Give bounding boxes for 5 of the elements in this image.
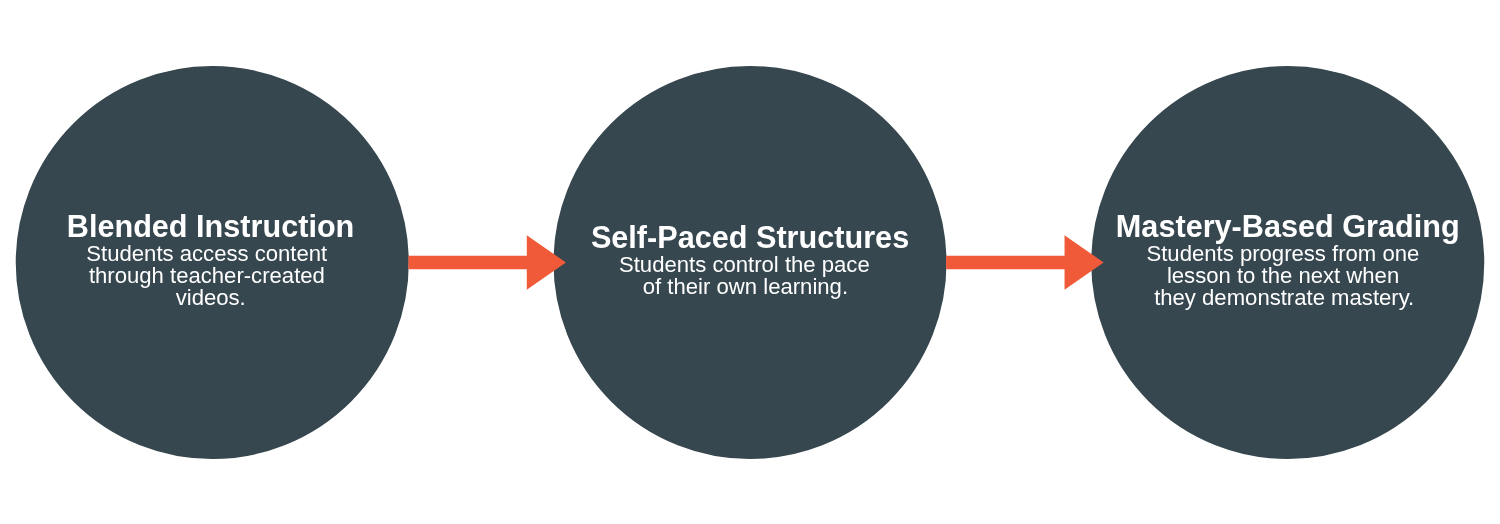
arrow: [946, 234, 1104, 290]
node-circle: Mastery-Based Grading Students progress from one lesson to the next when they demonstrate mastery.: [1091, 65, 1485, 459]
node-circle: Blended Instruction Students access content through teacher-created videos.: [15, 65, 409, 459]
arrow: [408, 234, 566, 290]
node-circle: Self-Paced Structures Students control the pace of their own learning.: [553, 65, 947, 459]
